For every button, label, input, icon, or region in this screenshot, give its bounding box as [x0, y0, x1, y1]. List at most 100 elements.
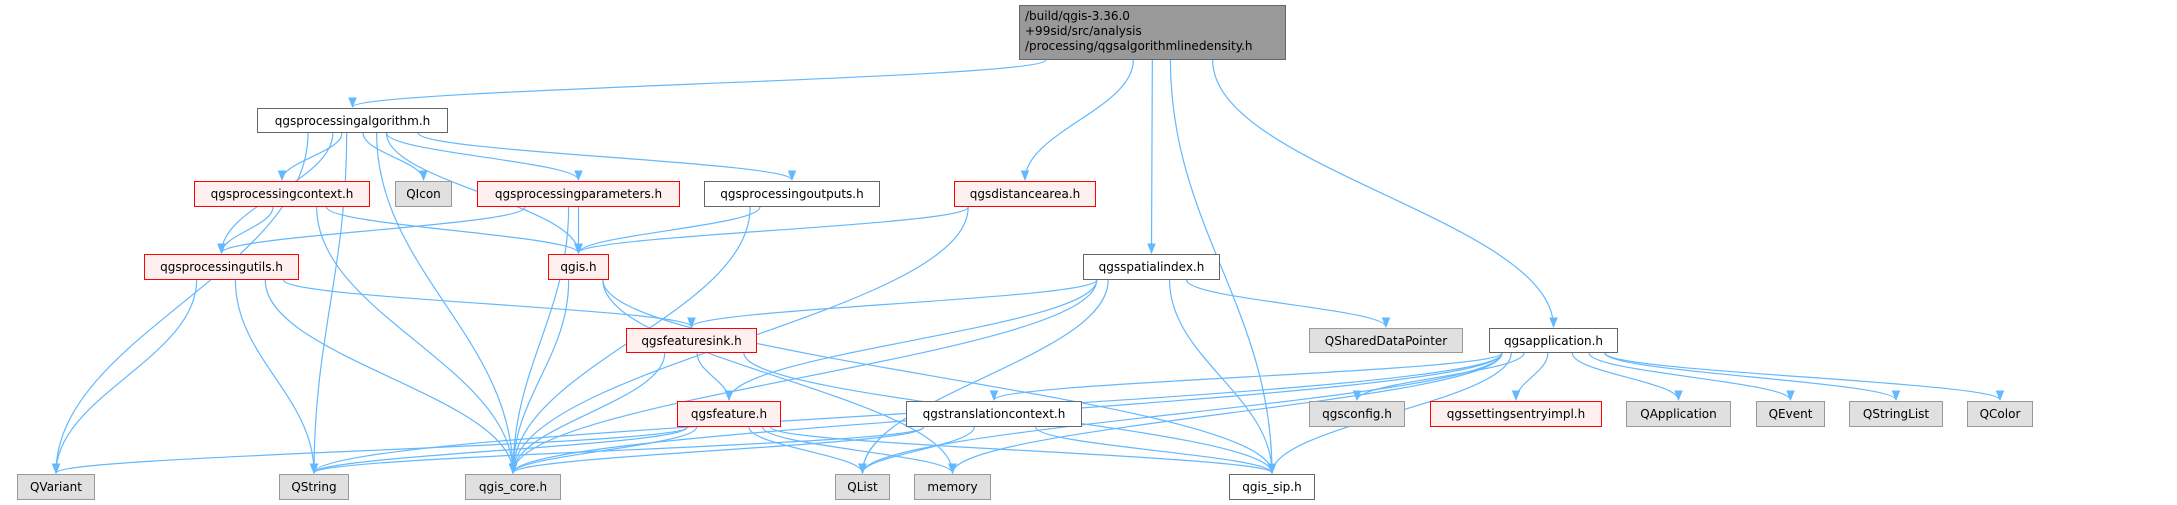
node-ctx[interactable]: qgsprocessingcontext.h — [194, 181, 370, 207]
node-config[interactable]: qgsconfig.h — [1309, 401, 1405, 427]
node-root[interactable]: /build/qgis-3.36.0+99sid/src/analysis/pr… — [1019, 5, 1286, 60]
node-sink[interactable]: qgsfeaturesink.h — [626, 328, 757, 353]
edge-params-to-core — [508, 206, 570, 475]
edge-sink-to-feature — [696, 352, 734, 402]
edge-root-to-app — [1212, 59, 1558, 329]
edge-algo-to-qicon — [362, 132, 428, 182]
edge-trans-to-core — [508, 426, 925, 475]
node-settings[interactable]: qgssettingsentryimpl.h — [1430, 401, 1602, 427]
node-label: qgsprocessingcontext.h — [210, 187, 354, 201]
node-qlist[interactable]: QList — [835, 474, 890, 500]
edge-trans-to-qstring — [310, 426, 925, 475]
edge-algo-to-core — [375, 132, 518, 475]
edge-app-to-qlist — [858, 352, 1503, 475]
node-label: qgsprocessingoutputs.h — [720, 187, 864, 201]
node-feature[interactable]: qgsfeature.h — [677, 401, 781, 427]
edge-feature-to-qlist — [748, 426, 867, 475]
edge-app-to-settings — [1511, 352, 1549, 402]
edge-feature-to-qvariant — [52, 426, 688, 475]
edge-app-to-config — [1352, 352, 1525, 402]
edge-spatial-to-feature — [724, 279, 1098, 402]
node-label: QString — [291, 480, 337, 494]
node-label: QSharedDataPointer — [1324, 333, 1448, 348]
node-spatial[interactable]: qgsspatialindex.h — [1083, 254, 1220, 280]
node-label: memory — [927, 480, 978, 494]
edge-app-to-trans — [989, 352, 1503, 402]
node-algo[interactable]: qgsprocessingalgorithm.h — [257, 108, 448, 133]
edge-app-to-qcolor — [1604, 352, 2005, 402]
edge-qgis-to-sip — [602, 279, 1277, 475]
edge-trans-to-qlist — [858, 426, 975, 475]
node-qcolor[interactable]: QColor — [1967, 401, 2033, 427]
node-core[interactable]: qgis_core.h — [465, 474, 561, 500]
node-memory[interactable]: memory — [914, 474, 991, 500]
node-label: QColor — [1979, 407, 2021, 421]
node-qstring[interactable]: QString — [279, 474, 349, 500]
node-utils[interactable]: qgsprocessingutils.h — [144, 254, 299, 280]
node-label: qgsapplication.h — [1503, 333, 1604, 348]
edge-trans-to-sip — [1035, 426, 1277, 475]
node-label-line: +99sid/src/analysis — [1025, 24, 1142, 38]
node-label: qgsconfig.h — [1322, 407, 1392, 421]
edge-spatial-to-sip — [1168, 279, 1277, 475]
edge-feature-to-qstring — [309, 426, 688, 475]
node-label: qgis.h — [560, 260, 597, 274]
node-label: qgsfeaturesink.h — [641, 333, 742, 348]
node-label: qgsprocessingutils.h — [160, 260, 283, 274]
node-label: QVariant — [29, 480, 82, 494]
edge-spatial-to-qlist — [858, 279, 1109, 475]
node-label: qgsfeature.h — [690, 407, 768, 421]
edge-algo-to-params — [385, 132, 583, 182]
edge-root-to-dist — [1020, 59, 1134, 182]
node-qvariant[interactable]: QVariant — [17, 474, 95, 500]
edge-utils-to-sink — [282, 279, 696, 329]
edge-root-to-algo — [348, 59, 1047, 109]
node-trans[interactable]: qgstranslationcontext.h — [906, 401, 1082, 427]
node-qapp[interactable]: QApplication — [1626, 401, 1731, 427]
node-outputs[interactable]: qgsprocessingoutputs.h — [704, 181, 880, 207]
node-qshared[interactable]: QSharedDataPointer — [1309, 328, 1463, 353]
edge-algo-to-outputs — [417, 132, 797, 182]
edge-utils-to-qstring — [234, 279, 319, 475]
node-label: qgis_core.h — [478, 480, 548, 494]
node-qicon[interactable]: QIcon — [395, 181, 452, 207]
edge-root-to-spatial — [1147, 59, 1156, 255]
node-label: qgis_sip.h — [1242, 480, 1302, 494]
node-dist[interactable]: qgsdistancearea.h — [954, 181, 1096, 207]
node-label: qgsdistancearea.h — [969, 187, 1081, 201]
node-label-line: /build/qgis-3.36.0 — [1025, 9, 1130, 23]
node-label: QList — [847, 480, 878, 494]
node-app[interactable]: qgsapplication.h — [1489, 328, 1618, 353]
edge-spatial-to-qshared — [1186, 279, 1391, 329]
node-qgis[interactable]: qgis.h — [548, 254, 609, 280]
edge-app-to-memory — [948, 352, 1503, 475]
node-sip[interactable]: qgis_sip.h — [1229, 474, 1315, 500]
edge-ctx-to-core — [316, 206, 518, 475]
node-qevent[interactable]: QEvent — [1756, 401, 1825, 427]
edge-app-to-qevent — [1588, 352, 1795, 402]
edge-ctx-to-qgis — [325, 206, 583, 255]
node-label-line: /processing/qgsalgorithmlinedensity.h — [1025, 39, 1253, 53]
edge-app-to-qapp — [1571, 352, 1683, 402]
node-label: QApplication — [1640, 407, 1717, 421]
node-label: QIcon — [406, 187, 441, 201]
node-label: qgsprocessingparameters.h — [494, 187, 663, 201]
edge-qgis-to-core — [508, 279, 570, 475]
edge-outputs-to-qgis — [574, 206, 761, 255]
edge-params-to-utils — [217, 206, 526, 255]
node-label: qgstranslationcontext.h — [922, 407, 1066, 421]
edge-root-to-sip — [1169, 59, 1277, 475]
edge-dist-to-qgis — [574, 206, 969, 255]
edge-feature-to-core — [508, 426, 698, 475]
edge-app-to-qstrlist — [1604, 352, 1901, 402]
node-params[interactable]: qgsprocessingparameters.h — [477, 181, 680, 207]
node-qstrlist[interactable]: QStringList — [1849, 401, 1943, 427]
edge-feature-to-sip — [770, 426, 1277, 475]
edge-qgis-to-memory — [602, 279, 957, 475]
edge-utils-to-core — [264, 279, 518, 475]
node-label: QEvent — [1768, 407, 1813, 421]
node-label: QStringList — [1862, 407, 1930, 421]
edge-sink-to-core — [508, 352, 666, 475]
edge-feature-to-memory — [761, 426, 957, 475]
